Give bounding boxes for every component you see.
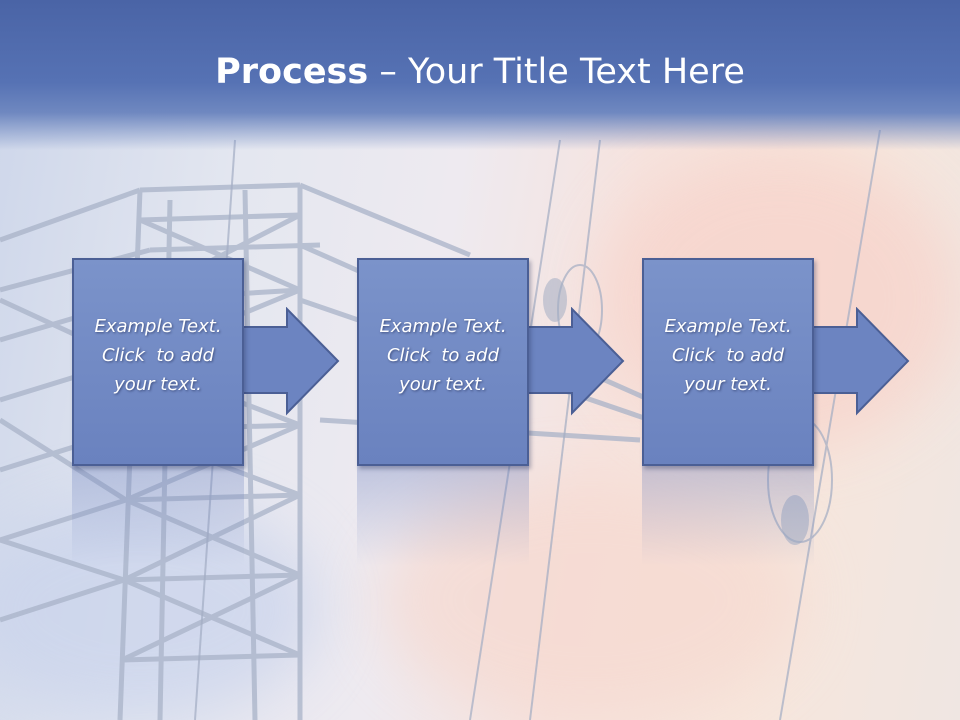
process-step-2[interactable]: Example Text. Click to add your text. <box>357 258 625 466</box>
step-box <box>357 258 529 466</box>
step-text-line2: Click to add <box>386 345 499 366</box>
slide-title[interactable]: Process – Your Title Text Here <box>0 52 960 92</box>
cloud-warm-lower <box>380 480 800 720</box>
step-box <box>642 258 814 466</box>
right-arrow-icon <box>812 307 910 416</box>
step-text[interactable]: Example Text. Click to add your text. <box>361 312 525 399</box>
step-text-line3: your text. <box>684 374 772 395</box>
step-text-line3: your text. <box>114 374 202 395</box>
step-text-line1: Example Text. <box>664 316 792 337</box>
step-box <box>72 258 244 466</box>
title-bold: Process <box>215 52 369 92</box>
process-step-3[interactable]: Example Text. Click to add your text. <box>642 258 910 466</box>
title-rest: – Your Title Text Here <box>368 52 745 92</box>
step-1-reflection <box>72 466 244 566</box>
title-bar <box>0 0 960 150</box>
step-text-line2: Click to add <box>101 345 214 366</box>
step-text-line1: Example Text. <box>379 316 507 337</box>
step-text-line3: your text. <box>399 374 487 395</box>
step-text-line1: Example Text. <box>94 316 222 337</box>
step-2-reflection <box>357 466 529 566</box>
process-step-1[interactable]: Example Text. Click to add your text. <box>72 258 340 466</box>
right-arrow-icon <box>242 307 340 416</box>
step-text[interactable]: Example Text. Click to add your text. <box>646 312 810 399</box>
step-3-reflection <box>642 466 814 566</box>
step-text[interactable]: Example Text. Click to add your text. <box>76 312 240 399</box>
right-arrow-icon <box>527 307 625 416</box>
step-text-line2: Click to add <box>671 345 784 366</box>
